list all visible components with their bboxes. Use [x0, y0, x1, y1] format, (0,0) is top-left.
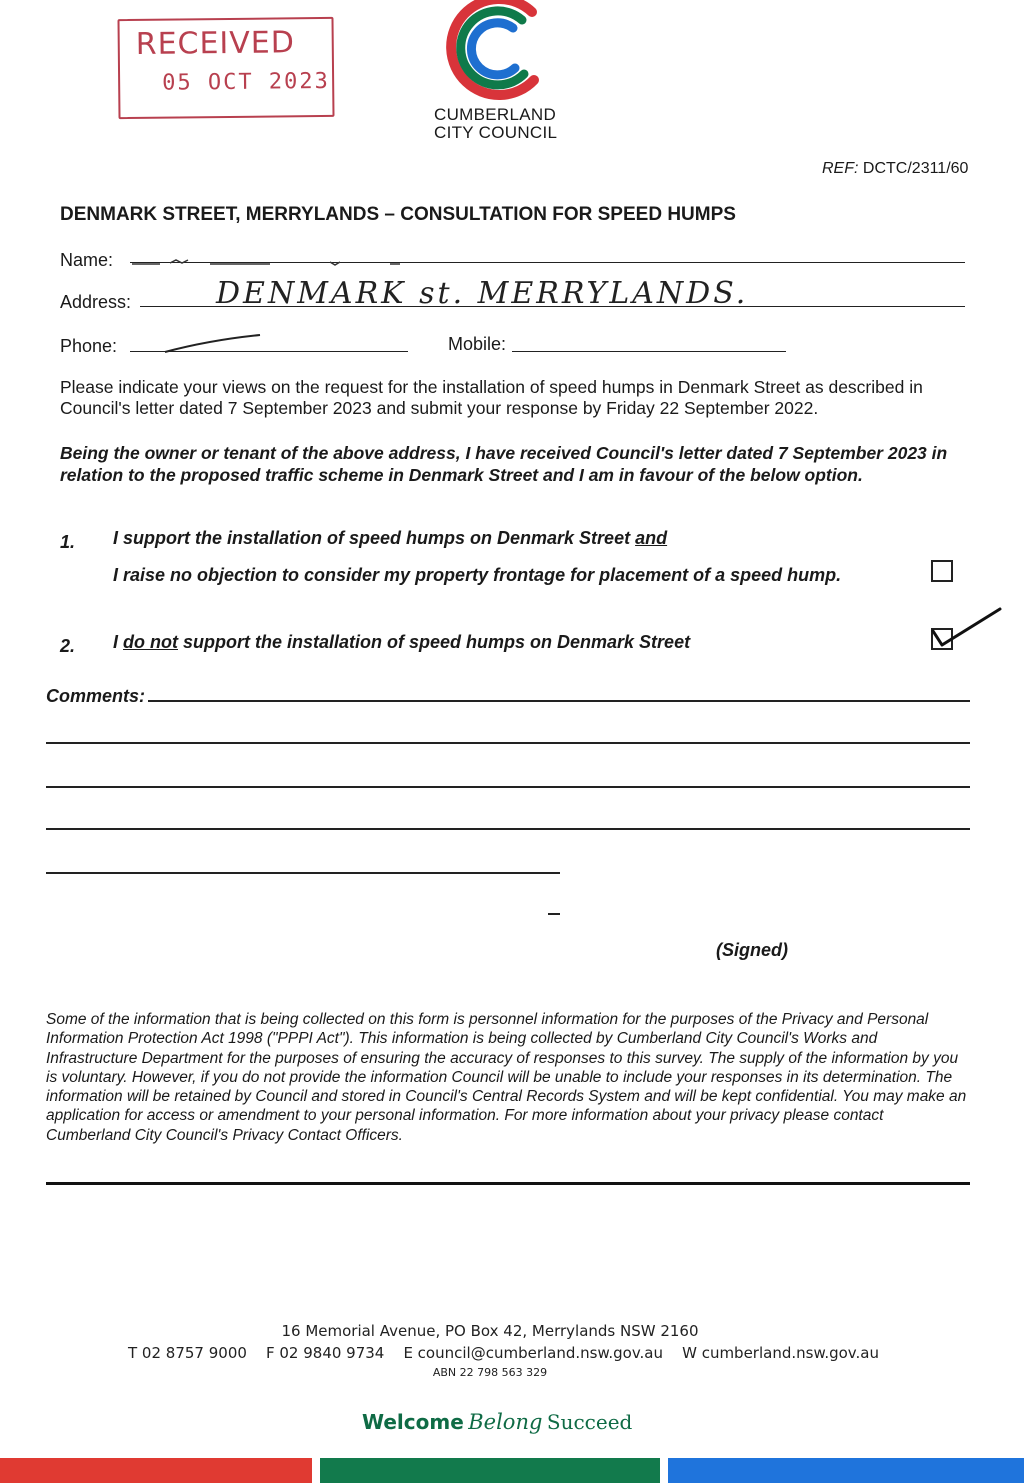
footer-web[interactable]: W cumberland.nsw.gov.au [682, 1344, 879, 1362]
received-stamp: RECEIVED 05 OCT 2023 [117, 16, 335, 120]
address-label: Address: [60, 292, 132, 312]
option-1-text: I support the installation of speed hump… [113, 528, 636, 548]
mobile-field[interactable] [512, 351, 786, 352]
stamp-title: RECEIVED [135, 25, 296, 62]
option-1-line1: I support the installation of speed hump… [113, 528, 667, 549]
comments-line-3[interactable] [46, 786, 970, 788]
name-field[interactable] [130, 262, 965, 263]
comments-label: Comments: [46, 686, 146, 706]
footer-address: 16 Memorial Avenue, PO Box 42, Merryland… [281, 1322, 699, 1340]
footer-bar-blue [668, 1458, 1024, 1483]
slogan-succeed: Succeed [546, 1410, 633, 1434]
name-scribble [132, 259, 400, 266]
divider [46, 1182, 970, 1185]
address-handwritten: DENMARK st. MERRYLANDS. [216, 276, 749, 311]
comments-line-2[interactable] [46, 742, 970, 744]
ref-label: REF: [822, 160, 859, 177]
ref-value: DCTC/2311/60 [862, 160, 969, 177]
option-1-and: and [635, 528, 668, 548]
footer-contacts: T 02 8757 9000 F 02 9840 9734 E council@… [128, 1344, 879, 1362]
privacy-statement: Some of the information that is being co… [46, 1011, 967, 1144]
option-1-number: 1. [60, 532, 76, 552]
phone-scribble [164, 334, 261, 353]
option-2-text-a: I [113, 632, 124, 652]
declaration-paragraph: Being the owner or tenant of the above a… [60, 443, 948, 485]
option-1-checkbox[interactable] [931, 560, 953, 582]
footer-abn: ABN 22 798 563 329 [432, 1366, 548, 1379]
council-name: CUMBERLAND CITY COUNCIL [434, 106, 557, 142]
footer-fax: F 02 9840 9734 [265, 1344, 385, 1362]
council-name-line2: CITY COUNCIL [434, 123, 558, 142]
footer-phone: T 02 8757 9000 [128, 1344, 247, 1362]
comments-line-1[interactable] [148, 700, 970, 702]
comments-line-4[interactable] [46, 828, 970, 830]
option-2-text-c: support the installation of speed humps … [178, 632, 691, 652]
option-2-number: 2. [60, 636, 76, 656]
option-2-text: I do not support the installation of spe… [113, 632, 690, 653]
footer-slogan: Welcome Belong Succeed [362, 1410, 632, 1434]
footer-bar-green [320, 1458, 660, 1483]
footer-bar-red [0, 1458, 312, 1483]
phone-label: Phone: [60, 336, 118, 356]
council-name-line1: CUMBERLAND [434, 105, 557, 124]
page-title: DENMARK STREET, MERRYLANDS – CONSULTATIO… [60, 204, 736, 225]
mobile-label: Mobile: [448, 334, 507, 354]
comments-line-5[interactable] [46, 872, 560, 874]
stamp-date: 05 OCT 2023 [162, 68, 330, 96]
cumberland-c-logo-icon [446, 0, 539, 100]
slogan-belong: Belong [468, 1410, 543, 1434]
phone-field[interactable] [130, 351, 408, 352]
reference: REF: DCTC/2311/60 [822, 160, 968, 178]
address-field[interactable] [140, 306, 965, 307]
option-1-line2: I raise no objection to consider my prop… [113, 565, 842, 585]
name-label: Name: [60, 250, 114, 270]
signature-mark [548, 913, 560, 915]
checkmark-icon [931, 607, 1002, 647]
signed-label: (Signed) [716, 940, 788, 960]
footer-email[interactable]: E council@cumberland.nsw.gov.au [403, 1344, 664, 1362]
slogan-welcome: Welcome [362, 1410, 464, 1434]
option-2-do-not: do not [123, 632, 178, 652]
intro-paragraph: Please indicate your views on the reques… [60, 377, 923, 418]
